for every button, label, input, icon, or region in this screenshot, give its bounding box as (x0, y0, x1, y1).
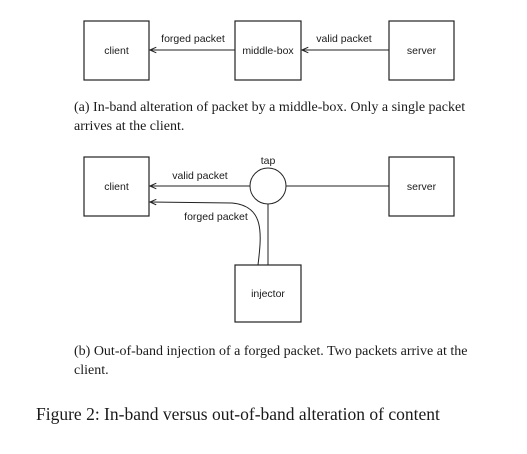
server-box-a (388, 20, 455, 81)
injector-box (234, 264, 302, 323)
server-box-b (388, 156, 455, 217)
server-label-b: server (407, 181, 437, 193)
client-label-b: client (104, 181, 129, 193)
tap-label: tap (261, 155, 276, 167)
forged-packet-arrow-b (150, 202, 261, 266)
injector-label: injector (251, 288, 285, 300)
client-box-b (83, 156, 150, 217)
panel-b: client server injector valid packet tap … (83, 155, 455, 323)
forged-packet-label-b: forged packet (184, 211, 248, 223)
panel-b-caption: (b) Out-of-band injection of a forged pa… (74, 344, 468, 378)
panel-a-caption: (a) In-band alteration of packet by a mi… (74, 100, 466, 134)
client-box-a (83, 20, 150, 81)
server-label-a: server (407, 45, 437, 57)
valid-packet-label-b: valid packet (172, 170, 228, 182)
forged-packet-label-a: forged packet (161, 33, 225, 45)
middlebox-box (234, 20, 302, 81)
middlebox-label: middle-box (242, 45, 294, 57)
client-label-a: client (104, 45, 129, 57)
valid-packet-label-a: valid packet (316, 33, 372, 45)
figure-caption: Figure 2: In-band versus out-of-band alt… (36, 404, 440, 424)
tap-circle (249, 167, 287, 205)
panel-a: client middle-box server forged packet v… (83, 20, 455, 81)
